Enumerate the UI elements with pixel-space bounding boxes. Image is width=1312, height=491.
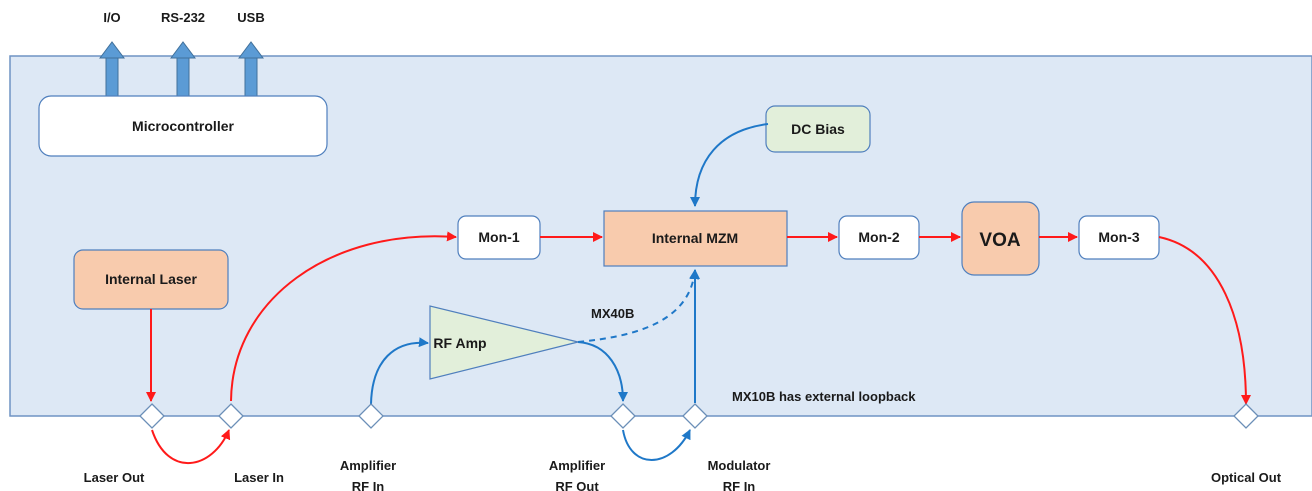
modulator-rf-in-label-line1: Modulator	[708, 458, 771, 473]
amplifier-rf-out-port[interactable]	[610, 403, 636, 429]
amplifier-rf-in-label-line2: RF In	[352, 479, 385, 491]
laser-out-to-laser-in-loop	[151, 429, 231, 464]
modulator-rf-in-label-line2: RF In	[723, 479, 756, 491]
laser-out-label: Laser Out	[84, 470, 145, 485]
internal-mzm-block	[603, 210, 788, 267]
amplifier-rf-in-label-line1: Amplifier	[340, 458, 396, 473]
amp-rf-in-to-rf-amp-path	[370, 337, 429, 405]
amplifier-rf-out-label-line1: Amplifier	[549, 458, 605, 473]
io-bus-arrow	[99, 41, 125, 99]
amplifier-rf-out-label-line2: RF Out	[555, 479, 599, 491]
dc-bias-block	[765, 105, 871, 153]
dc-bias-label: DC Bias	[791, 121, 845, 137]
mx40b-internal-path	[577, 269, 700, 343]
rs232-bus-arrow	[170, 41, 196, 99]
mx10b-annotation: MX10B has external loopback	[732, 389, 916, 404]
rf-amp-block	[429, 305, 579, 380]
internal-laser-label: Internal Laser	[105, 271, 197, 287]
mon-3-label: Mon-3	[1098, 229, 1139, 245]
mon-1-label: Mon-1	[478, 229, 519, 245]
amp-rf-out-to-mod-rf-in-loop	[622, 429, 691, 461]
voa-block	[961, 201, 1040, 276]
mx40b-annotation: MX40B	[591, 306, 634, 321]
rs232-label: RS-232	[161, 10, 205, 25]
laser-in-to-mon-1-path	[230, 231, 457, 402]
laser-out-port[interactable]	[139, 403, 165, 429]
rf-amp-label: RF Amp	[433, 335, 486, 351]
optical-out-label: Optical Out	[1211, 470, 1282, 485]
microcontroller-label: Microcontroller	[132, 118, 234, 134]
usb-label: USB	[237, 10, 264, 25]
laser-in-label: Laser In	[234, 470, 284, 485]
mon-3-to-optical-out-path	[1158, 236, 1251, 405]
laser-in-port[interactable]	[218, 403, 244, 429]
modulator-rf-in-port[interactable]	[682, 403, 708, 429]
internal-mzm-label: Internal MZM	[652, 230, 738, 246]
optical-out-port[interactable]	[1233, 403, 1259, 429]
mon-2-label: Mon-2	[858, 229, 899, 245]
microcontroller-block	[38, 95, 328, 157]
voa-label: VOA	[979, 230, 1020, 251]
dc-bias-to-mzm-path	[690, 123, 769, 207]
amplifier-rf-in-port[interactable]	[358, 403, 384, 429]
io-label: I/O	[103, 10, 120, 25]
rf-amp-to-amp-rf-out-path	[577, 341, 628, 402]
usb-bus-arrow	[238, 41, 264, 99]
